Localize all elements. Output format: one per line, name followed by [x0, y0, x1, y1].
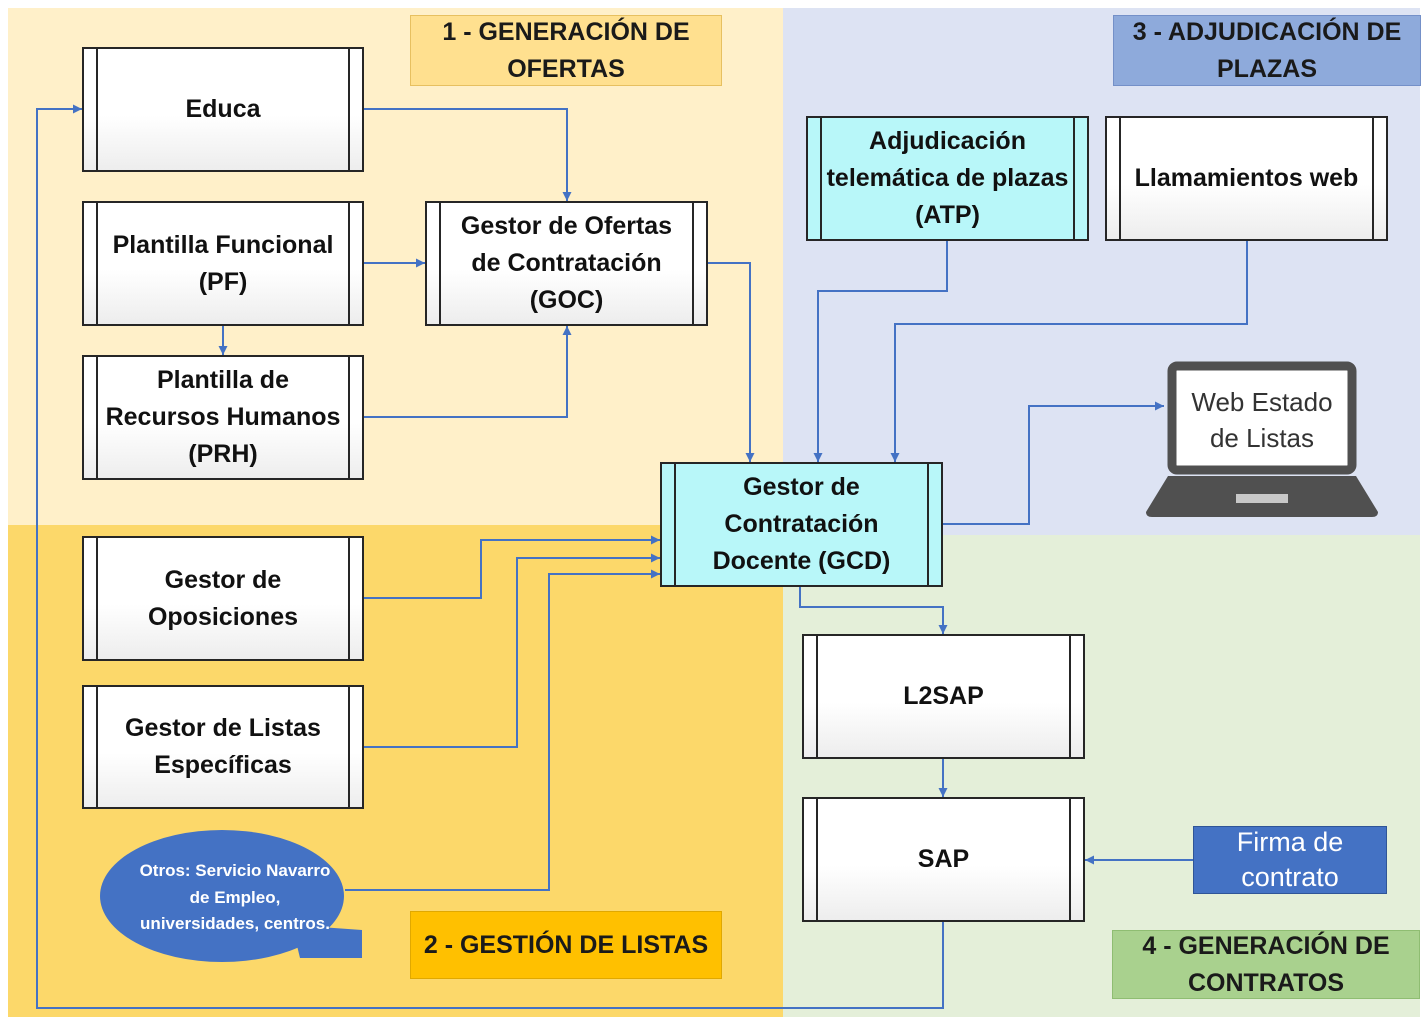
web-estado-listas-label: Web Estado de Listas — [1191, 387, 1333, 453]
connector-gcd-atp — [813, 232, 952, 462]
system-label-plantilla-funcional: Plantilla Funcional (PF) — [112, 230, 334, 296]
zone-label-adjudicacion-plazas: 3 - ADJUDICACIÓN DE PLAZAS — [1113, 15, 1421, 86]
connector-goc-gcd — [707, 262, 755, 462]
zone-label-generacion-contratos: 4 - GENERACIÓN DE CONTRATOS — [1112, 930, 1420, 999]
system-box-gestor-oposiciones: Gestor de Oposiciones — [82, 536, 364, 661]
system-box-gestor-listas-especificas: Gestor de Listas Específicas — [82, 685, 364, 809]
system-box-l2sap: L2SAP — [802, 634, 1085, 759]
connector-otros-gcd — [345, 569, 660, 891]
system-label-goc: Gestor de Ofertas de Contratación (GOC) — [460, 212, 673, 314]
system-box-atp: Adjudicación telemática de plazas (ATP) — [806, 116, 1089, 241]
connector-listas-gcd — [363, 553, 660, 748]
system-box-plantilla-rrhh: Plantilla de Recursos Humanos (PRH) — [82, 355, 364, 480]
connector-educa-goc — [363, 108, 572, 201]
connector-gcd-web-estado — [942, 401, 1164, 525]
zone-label-generacion-ofertas: 1 - GENERACIÓN DE OFERTAS — [410, 15, 722, 86]
system-label-llamamientos-web: Llamamientos web — [1134, 164, 1359, 192]
system-label-gestor-oposiciones: Gestor de Oposiciones — [147, 565, 299, 631]
connector-oposiciones-gcd — [363, 535, 660, 599]
system-label-plantilla-rrhh: Plantilla de Recursos Humanos (PRH) — [105, 366, 341, 468]
connector-prh-goc — [363, 326, 572, 418]
firma-contrato-label: Firma de contrato — [1236, 826, 1344, 892]
system-box-plantilla-funcional: Plantilla Funcional (PF) — [82, 201, 364, 326]
system-box-educa: Educa — [82, 47, 364, 172]
system-label-atp: Adjudicación telemática de plazas (ATP) — [826, 127, 1069, 229]
system-label-sap: SAP — [917, 845, 970, 873]
system-box-llamamientos-web: Llamamientos web — [1105, 116, 1388, 241]
firma-contrato-box: Firma de contrato — [1193, 826, 1387, 894]
otros-speech-bubble — [100, 830, 362, 962]
system-box-gcd: Gestor de Contratación Docente (GCD) — [660, 462, 943, 587]
zone-label-gestion-listas: 2 - GESTIÓN DE LISTAS — [410, 911, 722, 979]
otros-bubble-label: Otros: Servicio Navarro de Empleo, unive… — [139, 860, 331, 934]
connector-sap-educa — [36, 104, 944, 1009]
system-box-sap: SAP — [802, 797, 1085, 922]
system-label-l2sap: L2SAP — [903, 682, 984, 710]
system-label-gcd: Gestor de Contratación Docente (GCD) — [712, 473, 891, 575]
system-label-educa: Educa — [185, 95, 261, 123]
connector-gcd-l2sap — [799, 587, 948, 634]
system-box-goc: Gestor de Ofertas de Contratación (GOC) — [425, 201, 708, 326]
system-label-gestor-listas-especificas: Gestor de Listas Específicas — [125, 714, 321, 779]
connector-gcd-llamamientos — [890, 232, 1252, 462]
